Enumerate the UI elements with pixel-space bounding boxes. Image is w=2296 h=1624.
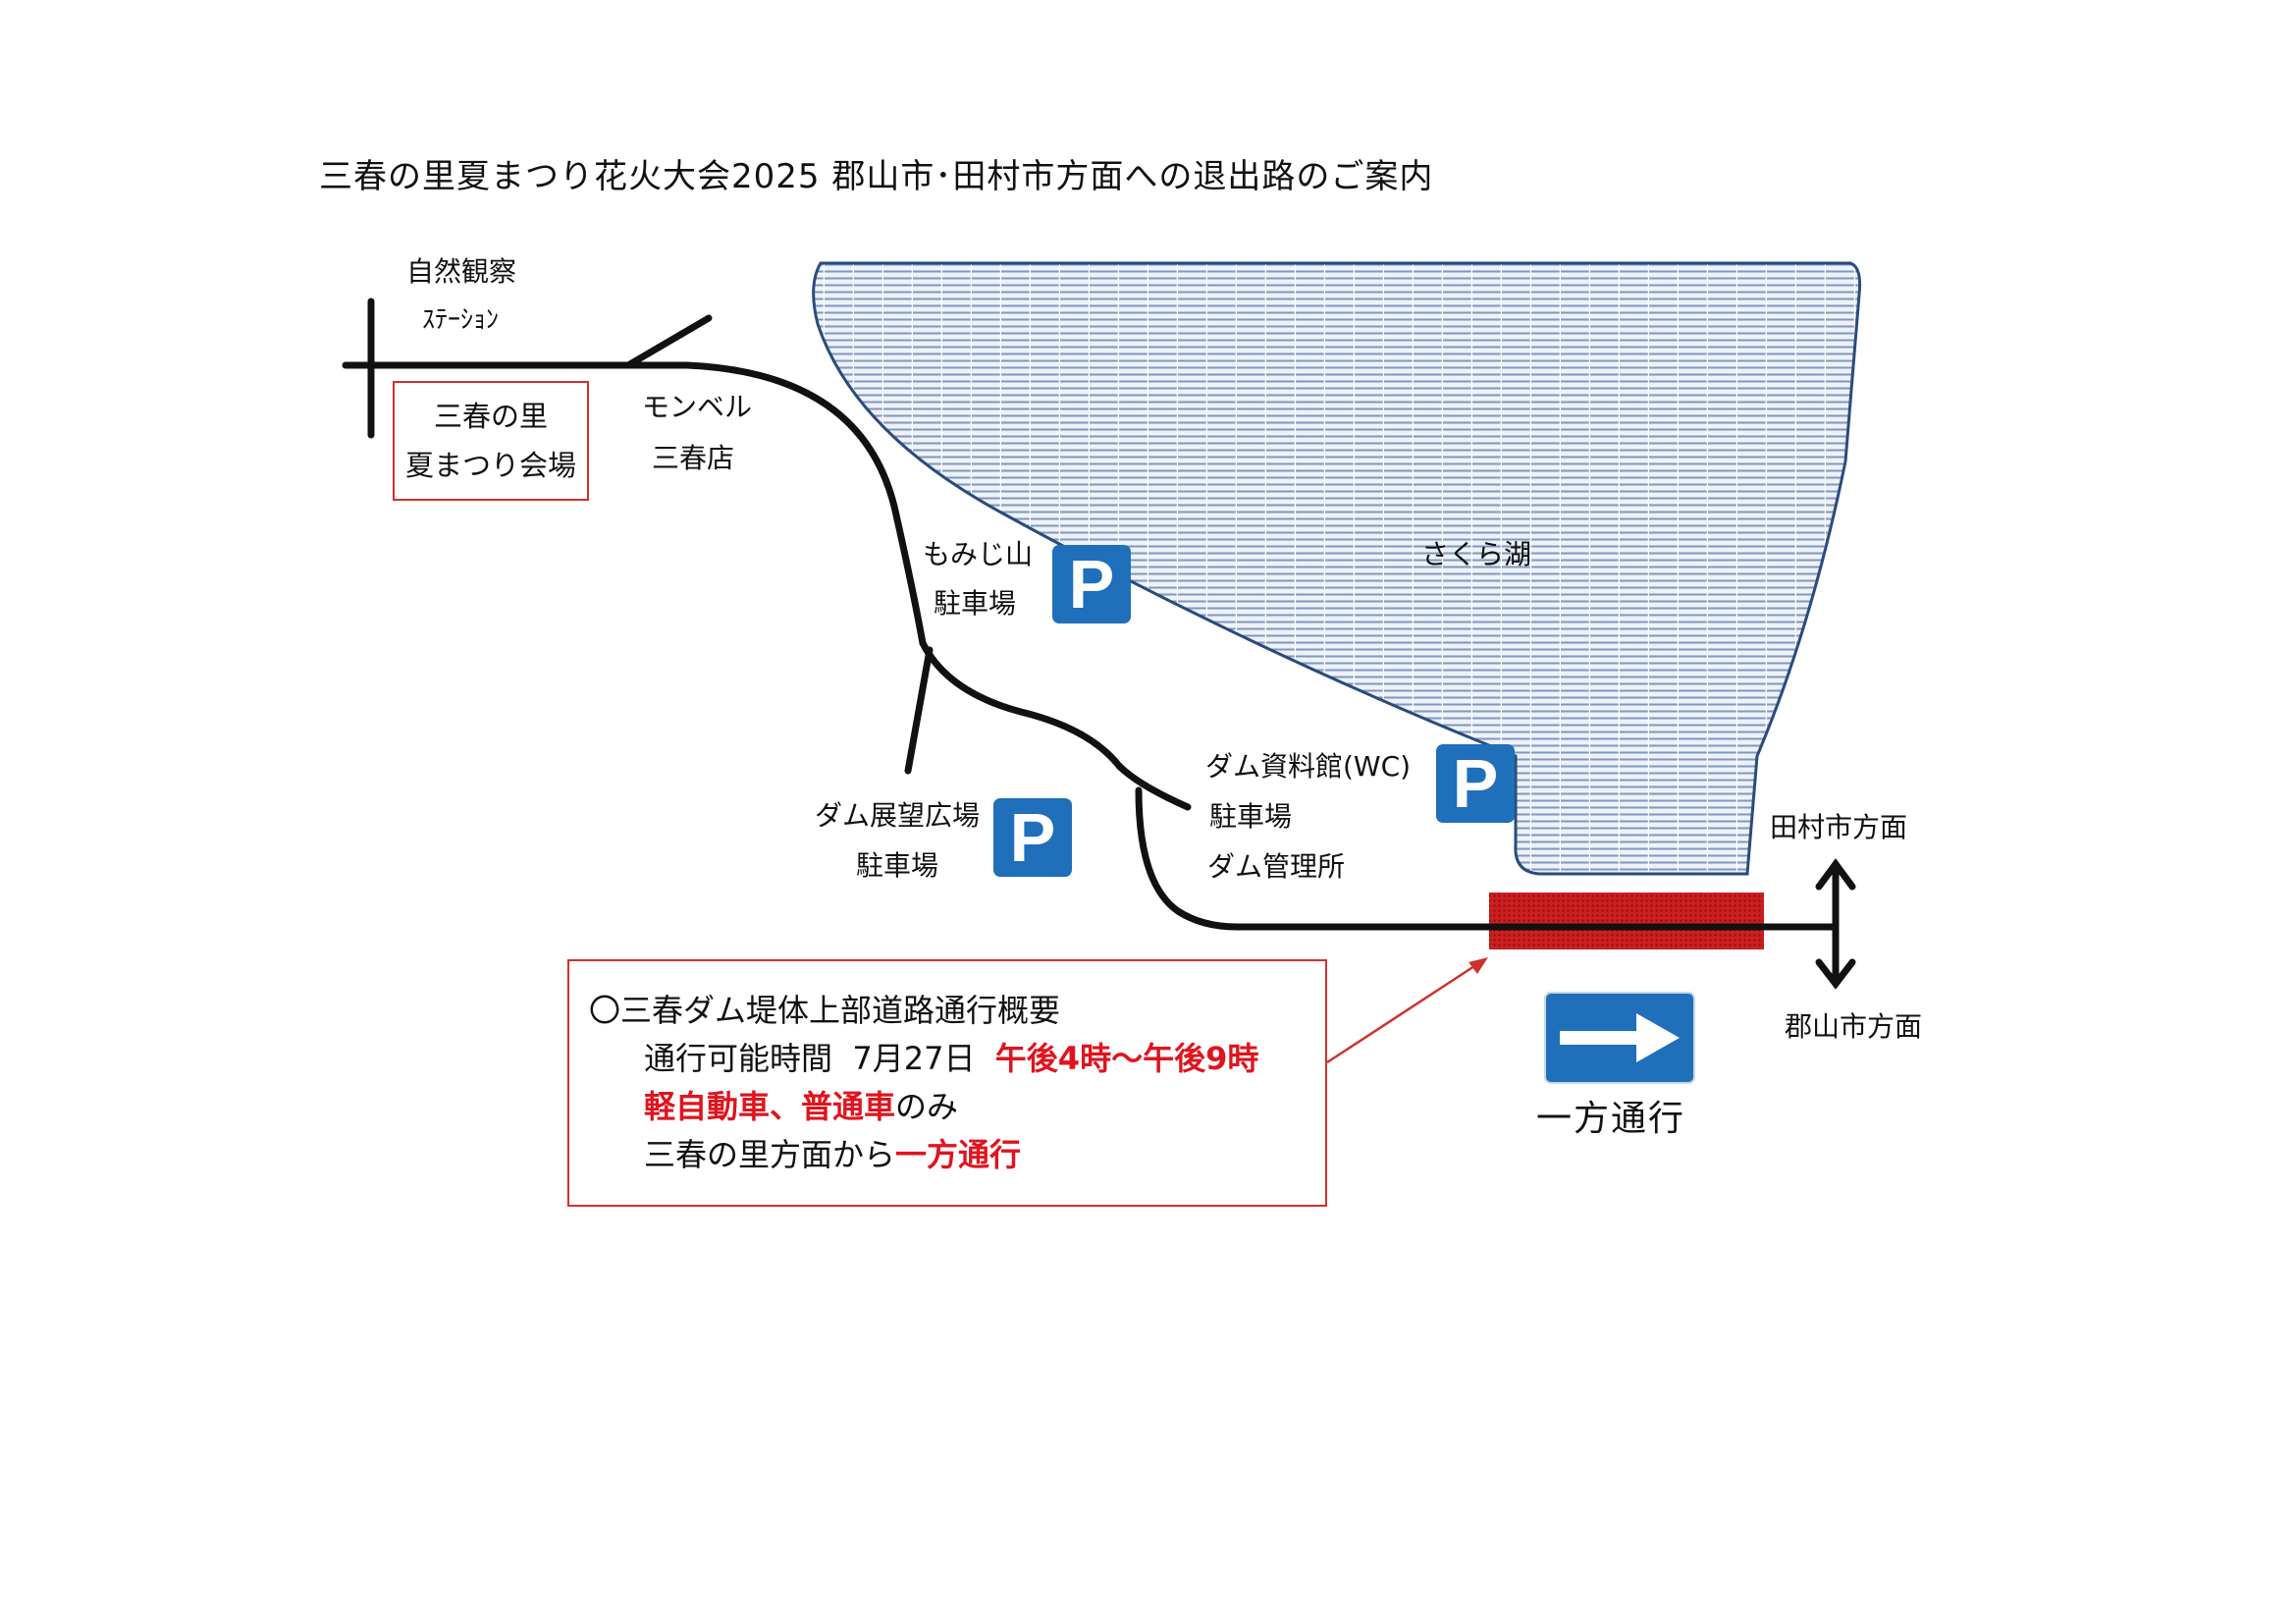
label-to-tamura: 田村市方面: [1770, 811, 1908, 843]
road-network: [342, 298, 1840, 931]
label-museum-2: 駐車場: [1209, 800, 1293, 833]
venue-label-1: 三春の里: [433, 400, 548, 433]
lake-shape: [812, 261, 1862, 876]
label-museum-1: ダム資料館(WC): [1205, 750, 1412, 783]
road-mid: [919, 639, 1192, 811]
page-title: 三春の里夏まつり花火大会2025 郡山市･田村市方面への退出路のご案内: [319, 157, 1434, 196]
label-to-koriyama: 郡山市方面: [1785, 1010, 1923, 1043]
label-montbell-2: 三春店: [652, 442, 735, 474]
info-direction: 三春の里方面から一方通行: [589, 1131, 1325, 1179]
info-heading: 〇三春ダム堤体上部道路通行概要: [589, 992, 1061, 1029]
parking-icon-observatory: P: [993, 798, 1072, 877]
label-lake: さくら湖: [1421, 538, 1532, 570]
info-hours-date: 7月27日: [852, 1040, 976, 1077]
road-montbell-spur: [624, 314, 713, 369]
info-direction-prefix: 三春の里方面から: [644, 1136, 896, 1173]
double-arrow-icon: [1815, 858, 1856, 990]
traffic-info-box: 〇三春ダム堤体上部道路通行概要 通行可能時間 7月27日 午後4時～午後9時 軽…: [567, 959, 1327, 1207]
label-observatory-1: ダム展望広場: [815, 799, 981, 832]
label-momiji-1: もみじ山: [923, 538, 1034, 570]
road-main-curve: [683, 361, 927, 647]
dam-crest-road-highlight: [1489, 893, 1764, 949]
info-vehicles: 軽自動車、普通車のみ: [589, 1083, 1325, 1131]
info-direction-oneway: 一方通行: [895, 1136, 1022, 1173]
label-museum-3: ダム管理所: [1207, 850, 1346, 883]
info-hours-time: 午後4時～午後9時: [994, 1040, 1259, 1077]
info-hours: 通行可能時間 7月27日 午後4時～午後9時: [589, 1035, 1325, 1083]
one-way-label: 一方通行: [1536, 1099, 1686, 1139]
label-momiji-2: 駐車場: [934, 587, 1017, 620]
label-observatory-2: 駐車場: [856, 849, 939, 882]
info-hours-label: 通行可能時間: [644, 1040, 833, 1077]
label-nature-station-2: ｽﾃｰｼｮﾝ: [422, 305, 500, 335]
venue-box: 三春の里 夏まつり会場: [393, 381, 589, 501]
road-observatory-spur: [904, 646, 934, 775]
parking-icon-momiji: P: [1052, 545, 1131, 623]
venue-label-2: 夏まつり会場: [404, 449, 576, 482]
info-vehicles-types: 軽自動車、普通車: [644, 1088, 896, 1125]
callout-pointer: [1326, 957, 1488, 1064]
road-to-dam: [1135, 786, 1840, 931]
one-way-sign-icon: [1546, 994, 1693, 1082]
label-nature-station-1: 自然観察: [406, 255, 517, 288]
info-vehicles-suffix: のみ: [895, 1088, 959, 1125]
label-montbell-1: モンベル: [642, 391, 753, 423]
parking-icon-museum: P: [1436, 744, 1515, 823]
